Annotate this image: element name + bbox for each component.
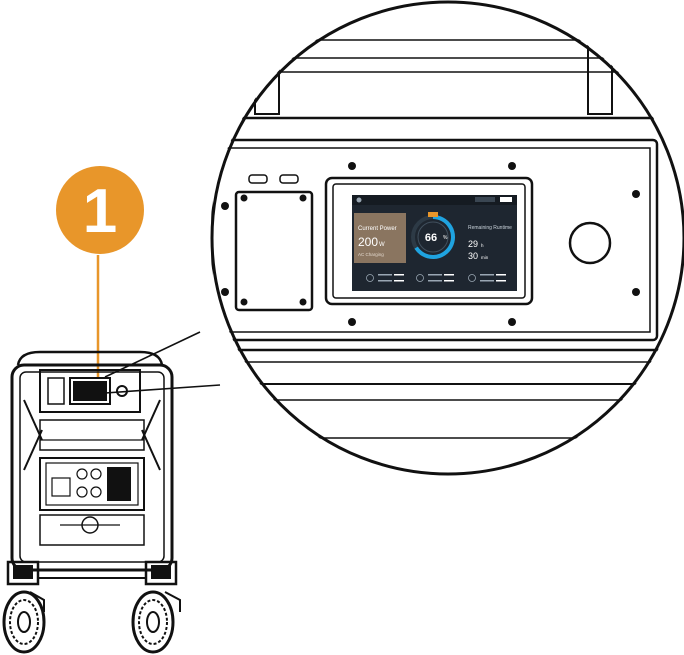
callout-circle bbox=[56, 166, 144, 254]
remaining-hours-unit: h bbox=[481, 243, 484, 248]
zoom-circle-outline bbox=[210, 0, 684, 476]
power-button bbox=[568, 221, 612, 265]
current-power-sub: AC Charging bbox=[358, 252, 384, 257]
current-power-label: Current Power bbox=[358, 226, 397, 232]
current-power-panel bbox=[354, 213, 406, 263]
right-wheel bbox=[131, 590, 181, 654]
remaining-minutes-unit: min bbox=[481, 255, 489, 260]
current-power-unit: W bbox=[379, 242, 385, 248]
generator-outlet-panel bbox=[39, 457, 145, 511]
generator-control-panel bbox=[39, 369, 141, 413]
remaining-hours: 29 bbox=[468, 239, 478, 249]
remaining-minutes: 30 bbox=[468, 251, 478, 261]
current-power-value: 200 bbox=[358, 235, 378, 249]
zoom-panel-frame bbox=[210, 138, 659, 342]
callout-number: 1 bbox=[83, 177, 117, 246]
battery-percent: 66 bbox=[425, 232, 437, 244]
screen-stat-rows bbox=[366, 274, 506, 282]
panel-screws bbox=[221, 162, 640, 326]
battery-ring-fill bbox=[414, 215, 455, 259]
remaining-label: Remaining Runtime bbox=[468, 225, 512, 231]
callout-marker: 1 bbox=[56, 166, 144, 254]
battery-unit: % bbox=[443, 235, 448, 241]
display-screen: Current Power 200 W AC Charging 66 % Rem… bbox=[352, 195, 517, 291]
generator-full-view bbox=[6, 350, 178, 586]
screen-bezel bbox=[324, 176, 534, 306]
port-cover bbox=[234, 190, 314, 312]
left-wheel bbox=[2, 590, 46, 654]
